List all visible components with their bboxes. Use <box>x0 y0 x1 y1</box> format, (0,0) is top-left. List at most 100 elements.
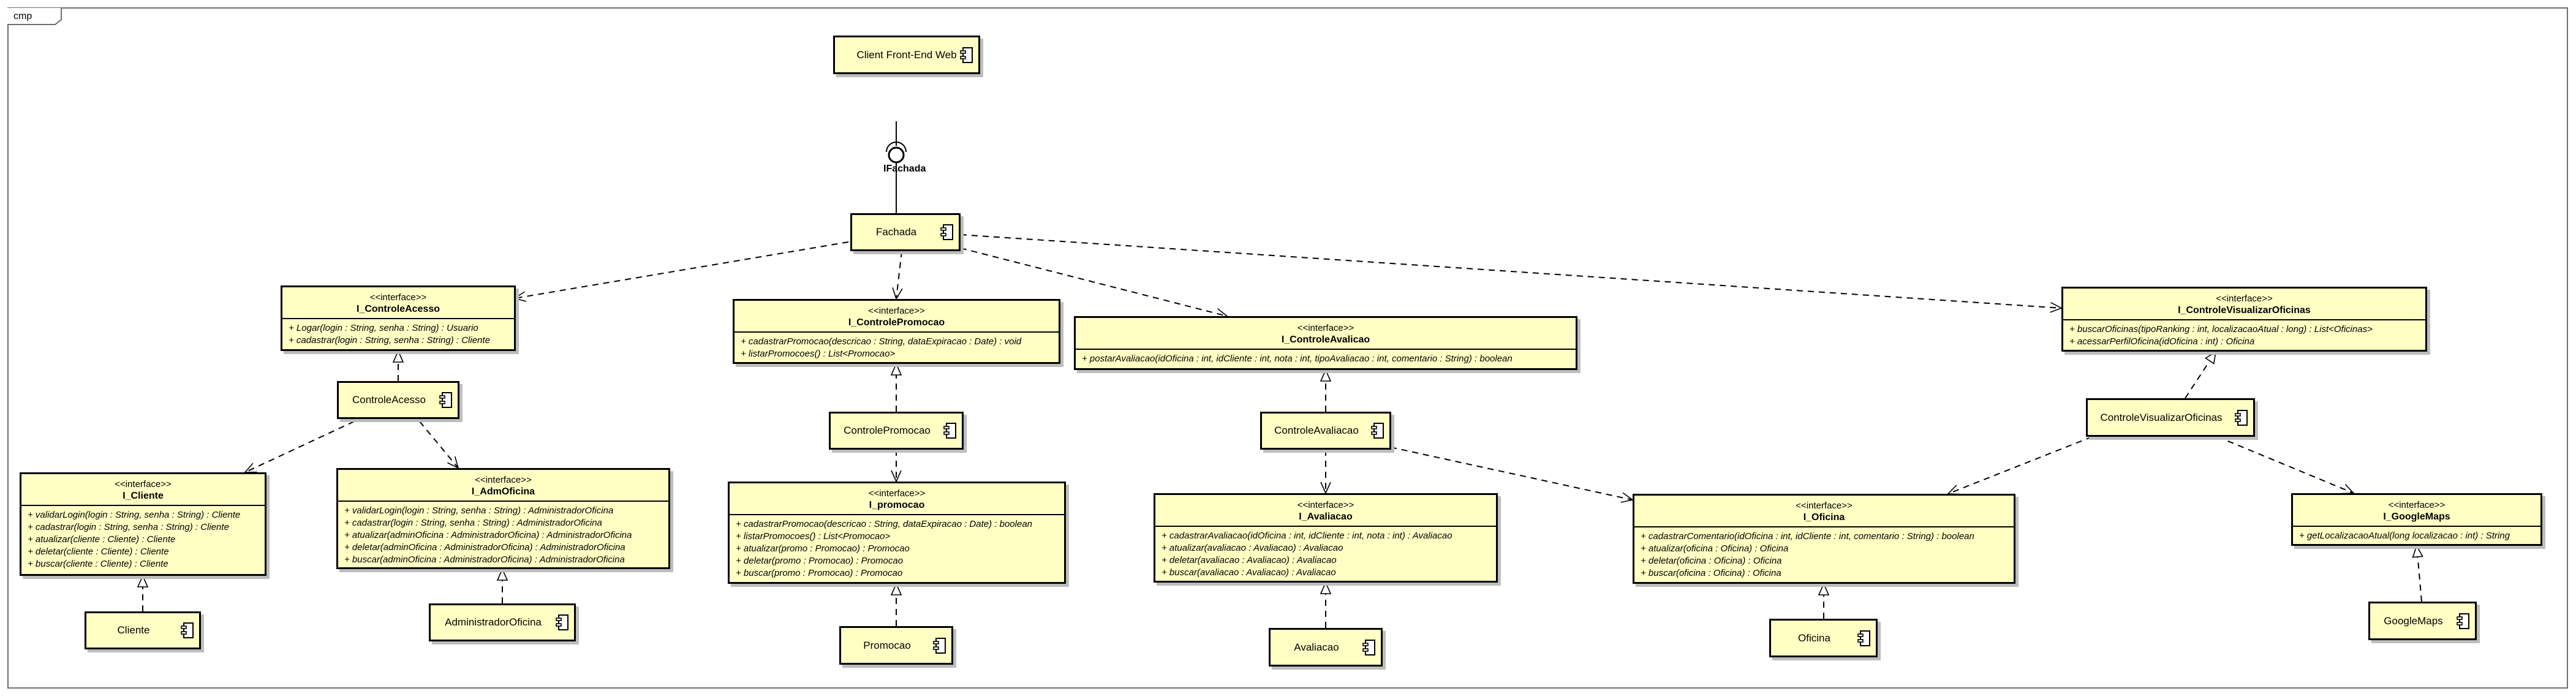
component-name: GoogleMaps <box>2384 614 2443 627</box>
stereotype: <<interface>> <box>1297 323 1354 333</box>
operation: + cadastrarPromocao(descricao : String, … <box>736 519 1032 529</box>
operation: + cadastrar(login : String, senha : Stri… <box>344 518 602 528</box>
component-client-front-end-web[interactable]: Client Front-End Web <box>833 36 980 74</box>
component-controle-avaliacao[interactable]: ControleAvaliacao <box>1260 412 1391 450</box>
socket-arc <box>886 142 907 153</box>
component-promocao[interactable]: Promocao <box>839 626 953 665</box>
component-icon <box>933 637 946 654</box>
operation: + cadastrar(login : String, senha : Stri… <box>289 335 490 346</box>
operation: + buscar(avaliacao : Avaliacao) : Avalia… <box>1161 567 1336 578</box>
component-google-maps[interactable]: GoogleMaps <box>2368 602 2477 640</box>
interface-name: I_ControleAcesso <box>356 304 440 314</box>
interface-header: <<interface>> I_promocao <box>730 483 1064 515</box>
diagram-frame <box>7 7 2568 689</box>
operation: + cadastrar(login : String, senha : Stri… <box>28 522 229 532</box>
component-icon <box>2235 409 2248 426</box>
interface-name: I_promocao <box>869 500 925 510</box>
operations-list: + Logar(login : String, senha : String) … <box>282 319 514 350</box>
operation: + buscar(promo : Promocao) : Promocao <box>736 568 903 578</box>
dep-fachada-promocao <box>896 251 902 299</box>
component-name: ControleAvaliacao <box>1274 425 1359 436</box>
component-name: Avaliacao <box>1294 641 1339 653</box>
dep-fachada-visualizar <box>960 234 2061 308</box>
interface-i-controle-promocao[interactable]: <<interface>> I_ControlePromocao + cadas… <box>733 299 1060 364</box>
component-fachada[interactable]: Fachada <box>850 213 961 251</box>
dep-avaliacao-ioficina <box>1390 447 1633 500</box>
component-controle-visualizar-oficinas[interactable]: ControleVisualizarOficinas <box>2086 398 2255 437</box>
component-name: Promocao <box>863 639 911 651</box>
component-name: ControlePromocao <box>844 425 931 436</box>
operations-list: + cadastrarPromocao(descricao : String, … <box>730 515 1064 583</box>
operation: + acessarPerfilOficina(idOficina : int) … <box>2069 336 2255 347</box>
dep-fachada-avaliacao <box>960 247 1227 316</box>
stereotype: <<interface>> <box>868 488 926 499</box>
ball-icon <box>888 146 905 164</box>
component-name: ControleAcesso <box>352 394 426 406</box>
interface-header: <<interface>> I_GoogleMaps <box>2293 495 2540 527</box>
stereotype: <<interface>> <box>475 475 532 485</box>
interface-header: <<interface>> I_Avaliacao <box>1155 495 1496 527</box>
stereotype: <<interface>> <box>1297 500 1354 510</box>
interface-name: I_Cliente <box>123 491 164 501</box>
dep-visualizar-igoogle <box>2217 436 2354 493</box>
operations-list: + cadastrarAvaliacao(idOficina : int, id… <box>1155 527 1496 582</box>
interface-i-google-maps[interactable]: <<interface>> I_GoogleMaps + getLocaliza… <box>2291 493 2542 546</box>
interface-i-controle-acesso[interactable]: <<interface>> I_ControleAcesso + Logar(l… <box>281 285 516 351</box>
stereotype: <<interface>> <box>369 292 427 303</box>
stereotype: <<interface>> <box>2216 293 2273 304</box>
interface-header: <<interface>> I_AdmOficina <box>338 470 668 502</box>
component-name: Fachada <box>875 226 917 238</box>
interface-i-oficina[interactable]: <<interface>> I_Oficina + cadastrarComen… <box>1633 494 2015 584</box>
operations-list: + validarLogin(login : String, senha : S… <box>338 502 668 569</box>
operation: + listarPromocoes() : List<Promocao> <box>736 531 891 542</box>
operation: + postarAvaliacao(idOficina : int, idCli… <box>1082 353 1513 364</box>
frame-tab: cmp <box>7 7 62 26</box>
operation: + getLocalizacaoAtual(long localizacao :… <box>2299 531 2510 541</box>
component-controle-acesso[interactable]: ControleAcesso <box>337 381 459 419</box>
interface-i-cliente[interactable]: <<interface>> I_Cliente + validarLogin(l… <box>20 472 266 576</box>
operations-list: + validarLogin(login : String, senha : S… <box>21 506 265 573</box>
interface-header: <<interface>> I_Cliente <box>21 474 265 506</box>
operations-list: + cadastrarComentario(idOficina : int, i… <box>1634 527 2014 583</box>
stereotype: <<interface>> <box>115 479 172 489</box>
operations-list: + cadastrarPromocao(descricao : String, … <box>735 333 1059 363</box>
component-administrador-oficina[interactable]: AdministradorOficina <box>429 603 576 641</box>
interface-i-adm-oficina[interactable]: <<interface>> I_AdmOficina + validarLogi… <box>336 468 670 569</box>
interface-name: I_ControleVisualizarOficinas <box>2178 305 2311 315</box>
component-oficina[interactable]: Oficina <box>1769 619 1878 657</box>
operation: + atualizar(cliente : Cliente) : Cliente <box>28 534 176 545</box>
component-icon <box>943 423 956 439</box>
dep-acesso-cliente <box>245 421 355 473</box>
stereotype: <<interface>> <box>2388 500 2446 510</box>
operation: + deletar(promo : Promocao) : Promocao <box>736 556 904 566</box>
interface-header: <<interface>> I_ControleAcesso <box>282 287 514 319</box>
operation: + validarLogin(login : String, senha : S… <box>344 505 614 516</box>
real-visualizar <box>2185 352 2216 399</box>
interface-i-promocao[interactable]: <<interface>> I_promocao + cadastrarProm… <box>728 482 1066 584</box>
interface-name: I_Oficina <box>1803 512 1845 523</box>
operation: + atualizar(avaliacao : Avaliacao) : Ava… <box>1161 543 1343 553</box>
interface-name: I_ControlePromocao <box>848 317 945 328</box>
component-icon <box>2457 613 2469 629</box>
operation: + cadastrarComentario(idOficina : int, i… <box>1641 531 1974 542</box>
operation: + deletar(oficina : Oficina) : Oficina <box>1641 556 1782 566</box>
operation: + cadastrarAvaliacao(idOficina : int, id… <box>1161 531 1452 541</box>
component-icon <box>1371 423 1384 439</box>
component-name: Client Front-End Web <box>856 48 957 61</box>
component-name: Cliente <box>117 624 150 636</box>
operation: + atualizar(adminOficina : Administrador… <box>344 530 632 540</box>
component-icon <box>181 622 194 638</box>
real-igoogle <box>2417 546 2422 602</box>
interface-i-controle-visualizar-oficinas[interactable]: <<interface>> I_ControleVisualizarOficin… <box>2061 287 2427 352</box>
component-icon <box>1857 630 1870 646</box>
operation: + deletar(avaliacao : Avaliacao) : Avali… <box>1161 555 1337 565</box>
operation: + buscar(adminOficina : AdministradorOfi… <box>344 554 625 565</box>
interface-i-avaliacao[interactable]: <<interface>> I_Avaliacao + cadastrarAva… <box>1154 493 1498 583</box>
component-name: ControleVisualizarOficinas <box>2100 411 2223 423</box>
component-name: AdministradorOficina <box>445 616 542 628</box>
component-name: Oficina <box>1798 632 1830 644</box>
component-controle-promocao[interactable]: ControlePromocao <box>829 412 964 450</box>
component-avaliacao[interactable]: Avaliacao <box>1269 628 1383 667</box>
component-cliente[interactable]: Cliente <box>85 611 201 649</box>
interface-i-controle-avalicao[interactable]: <<interface>> I_ControleAvalicao + posta… <box>1074 316 1577 370</box>
